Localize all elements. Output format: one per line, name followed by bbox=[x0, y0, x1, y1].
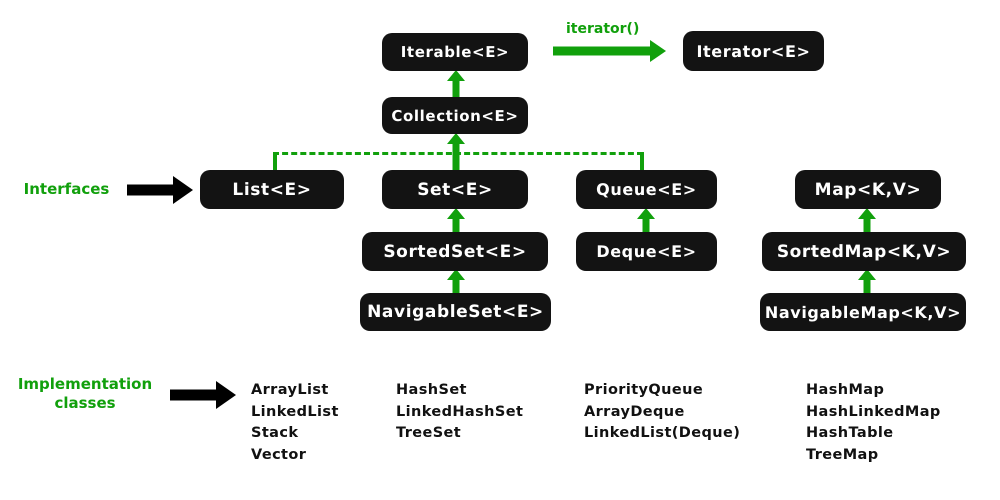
impl-item: PriorityQueue bbox=[584, 382, 704, 398]
node-collection[interactable]: Collection<E> bbox=[382, 97, 528, 134]
impl-item: LinkedList(Deque) bbox=[584, 425, 741, 441]
dashed-join-line bbox=[273, 152, 643, 155]
interfaces-pointer-arrow bbox=[127, 176, 193, 204]
impl-item: TreeSet bbox=[396, 425, 462, 441]
node-queue[interactable]: Queue<E> bbox=[576, 170, 717, 209]
impl-column-map: HashMap HashLinkedMap HashTable TreeMap bbox=[806, 380, 941, 466]
dashed-join-drop-list bbox=[273, 152, 277, 171]
impl-item: HashMap bbox=[806, 382, 885, 398]
arrow-navigableset-to-sortedset bbox=[447, 269, 465, 294]
impl-item: HashSet bbox=[396, 382, 467, 398]
impl-item: ArrayList bbox=[251, 382, 329, 398]
arrow-sortedmap-to-map bbox=[858, 208, 876, 233]
node-set[interactable]: Set<E> bbox=[382, 170, 528, 209]
impl-item: HashTable bbox=[806, 425, 894, 441]
impl-column-queue: PriorityQueue ArrayDeque LinkedList(Dequ… bbox=[584, 380, 740, 445]
impl-item: TreeMap bbox=[806, 446, 879, 463]
node-deque[interactable]: Deque<E> bbox=[576, 232, 717, 271]
impl-column-set: HashSet LinkedHashSet TreeSet bbox=[396, 380, 523, 445]
node-iterable[interactable]: Iterable<E> bbox=[382, 33, 528, 71]
node-sortedset[interactable]: SortedSet<E> bbox=[362, 232, 548, 271]
arrow-iterable-to-iterator bbox=[553, 40, 666, 62]
arrow-deque-to-queue bbox=[637, 208, 655, 233]
dashed-join-drop-queue bbox=[640, 152, 644, 171]
node-iterator[interactable]: Iterator<E> bbox=[683, 31, 824, 71]
impl-item: LinkedHashSet bbox=[396, 403, 524, 420]
node-list[interactable]: List<E> bbox=[200, 170, 344, 209]
arrow-set-to-collection bbox=[447, 133, 465, 170]
iterator-edge-label: iterator() bbox=[566, 21, 640, 37]
arrow-navigablemap-to-sortedmap bbox=[858, 269, 876, 294]
impl-item: Vector bbox=[251, 446, 307, 463]
implementation-classes-label-line1: Implementation bbox=[17, 375, 153, 393]
impl-item: LinkedList bbox=[251, 403, 339, 420]
node-map[interactable]: Map<K,V> bbox=[795, 170, 941, 209]
arrow-sortedset-to-set bbox=[447, 208, 465, 233]
node-navigablemap[interactable]: NavigableMap<K,V> bbox=[760, 293, 966, 331]
node-sortedmap[interactable]: SortedMap<K,V> bbox=[762, 232, 966, 271]
interfaces-label: Interfaces bbox=[23, 180, 110, 198]
impl-item: HashLinkedMap bbox=[806, 403, 941, 420]
implementation-pointer-arrow bbox=[170, 381, 236, 409]
implementation-classes-label-line2: classes bbox=[54, 394, 116, 412]
impl-item: Stack bbox=[251, 425, 299, 441]
arrow-collection-to-iterable bbox=[447, 70, 465, 97]
impl-column-list: ArrayList LinkedList Stack Vector bbox=[251, 380, 339, 466]
impl-item: ArrayDeque bbox=[584, 403, 685, 420]
node-navigableset[interactable]: NavigableSet<E> bbox=[360, 293, 551, 331]
implementation-classes-label: Implementation classes bbox=[10, 375, 160, 413]
